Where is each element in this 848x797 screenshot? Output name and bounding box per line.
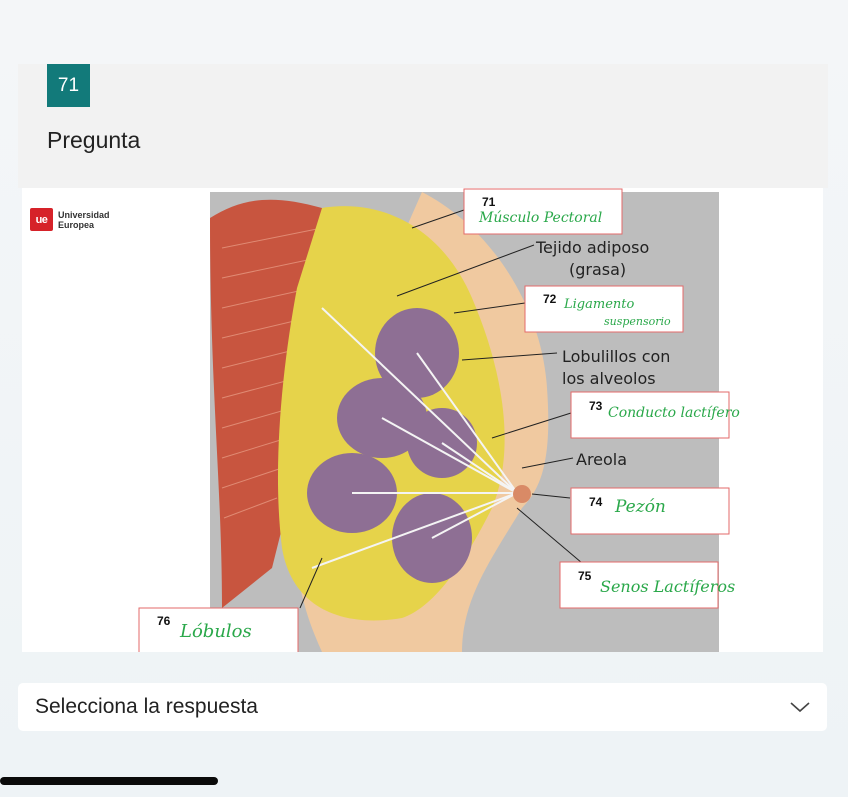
- label-areola: Areola: [576, 450, 627, 469]
- logo-text: Universidad Europea: [58, 210, 110, 230]
- question-header: 71 Pregunta: [18, 64, 828, 188]
- handwritten-answer-75: Senos Lactíferos: [600, 577, 735, 596]
- handwritten-answer-72b: suspensorio: [604, 315, 671, 328]
- university-logo: ue Universidad Europea: [30, 208, 110, 231]
- breast-anatomy-diagram: Tejido adiposo (grasa) Lobulillos con lo…: [138, 188, 740, 652]
- handwritten-answer-71: Músculo Pectoral: [478, 210, 602, 226]
- answer-box-74: 74 Pezón: [570, 487, 730, 535]
- handwritten-answer-74: Pezón: [614, 497, 666, 517]
- answer-select[interactable]: Selecciona la respuesta: [18, 683, 827, 731]
- question-number-badge: 71: [47, 64, 90, 107]
- answer-box-72: 72 Ligamento suspensorio: [524, 285, 684, 333]
- leader-lines: [299, 209, 583, 609]
- handwritten-answer-73: Conducto lactífero: [608, 405, 740, 421]
- lactiferous-ducts: [311, 307, 518, 569]
- answer-box-75: 75 Senos Lactíferos: [559, 561, 735, 609]
- label-tejido-adiposo: Tejido adiposo: [535, 238, 649, 257]
- home-indicator: [0, 777, 218, 785]
- nipple-shape: [513, 485, 531, 503]
- logo-line-1: Universidad: [58, 209, 110, 220]
- label-alveolos: los alveolos: [562, 369, 656, 388]
- chevron-down-icon: [790, 702, 810, 713]
- answer-number-75: 75: [578, 569, 592, 583]
- handwritten-answer-76: Lóbulos: [179, 621, 252, 642]
- answer-number-72: 72: [543, 292, 557, 306]
- label-lobulillos: Lobulillos con: [562, 347, 670, 366]
- answer-number-71: 71: [482, 195, 496, 209]
- answer-number-74: 74: [589, 495, 603, 509]
- label-grasa: (grasa): [569, 260, 626, 279]
- anatomy-figure: ue Universidad Europea: [22, 188, 823, 652]
- question-label: Pregunta: [47, 127, 141, 153]
- answer-select-placeholder: Selecciona la respuesta: [35, 695, 258, 718]
- answer-box-76: 76 Lóbulos: [138, 607, 299, 652]
- logo-line-2: Europea: [58, 219, 95, 230]
- answer-number-76: 76: [157, 614, 171, 628]
- answer-box-71: 71 Músculo Pectoral: [463, 188, 623, 235]
- answer-box-73: 73 Conducto lactífero: [570, 391, 740, 439]
- answer-number-73: 73: [589, 399, 603, 413]
- logo-mark: ue: [30, 208, 53, 231]
- handwritten-answer-72a: Ligamento: [563, 297, 634, 312]
